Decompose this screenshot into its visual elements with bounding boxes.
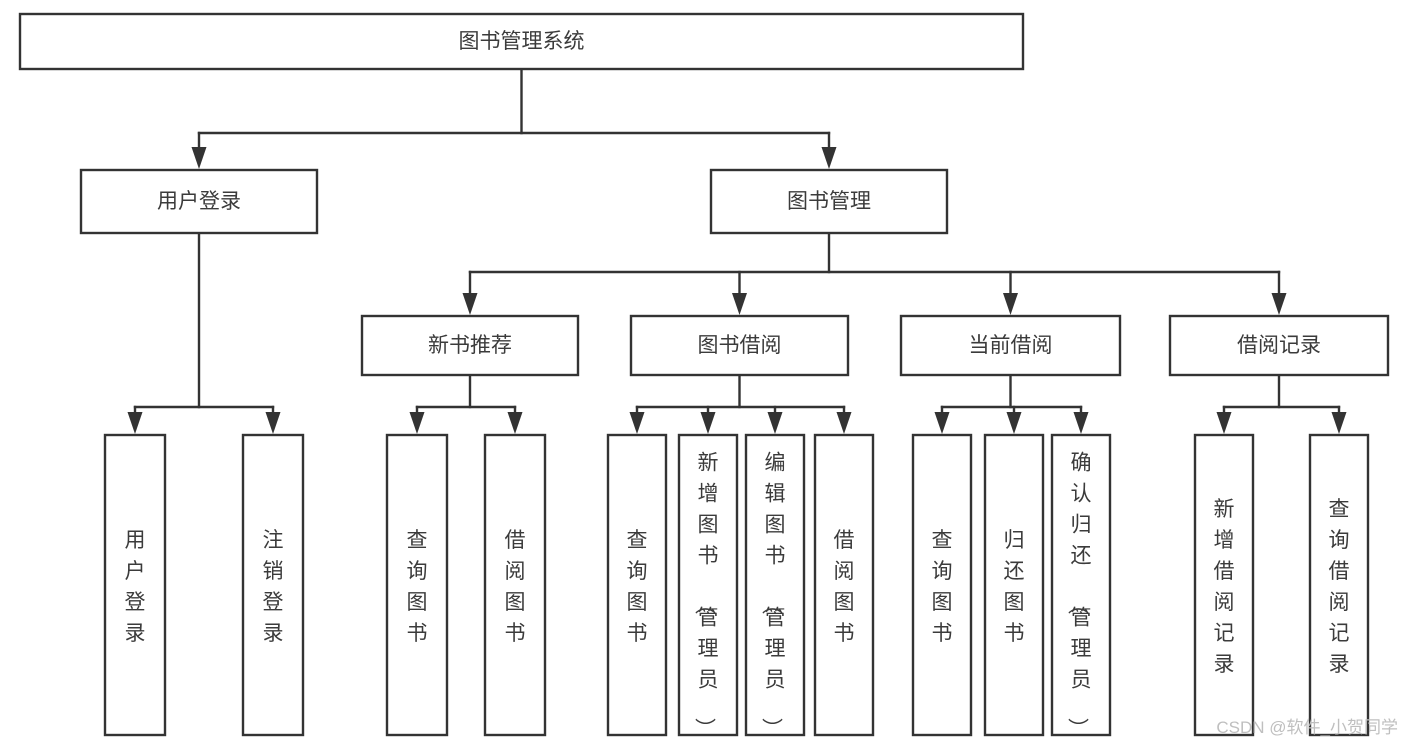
- node-box-s-new[interactable]: [360, 314, 580, 377]
- node-l-borrow-2[interactable]: 新增图书（管理员）: [677, 433, 739, 739]
- node-l-login-2[interactable]: 注销登录: [241, 433, 305, 737]
- node-label-l-current-3: 确认归还（管理员）: [1066, 452, 1092, 739]
- edge-group-root: [191, 67, 837, 169]
- node-box-m-book[interactable]: [709, 168, 949, 235]
- node-box-s-current[interactable]: [899, 314, 1122, 377]
- nodes-layer: 图书管理系统用户登录图书管理新书推荐图书借阅当前借阅借阅记录用户登录注销登录查询…: [18, 12, 1390, 739]
- node-l-record-2[interactable]: 查询借阅记录: [1308, 433, 1370, 737]
- edge-group-s-current: [934, 373, 1089, 434]
- node-label-s-borrow: 图书借阅: [698, 334, 782, 357]
- node-l-borrow-3[interactable]: 编辑图书（管理员）: [744, 433, 806, 739]
- node-box-l-record-2[interactable]: [1308, 433, 1370, 737]
- node-box-l-new-2[interactable]: [483, 433, 547, 737]
- node-box-s-record[interactable]: [1168, 314, 1390, 377]
- node-label-l-borrow-3: 编辑图书（管理员）: [760, 452, 786, 739]
- node-l-borrow-4[interactable]: 借阅图书: [813, 433, 875, 737]
- node-s-borrow[interactable]: 图书借阅: [629, 314, 850, 377]
- node-box-root[interactable]: [18, 12, 1025, 71]
- node-s-record[interactable]: 借阅记录: [1168, 314, 1390, 377]
- node-l-current-2[interactable]: 归还图书: [983, 433, 1045, 737]
- node-l-current-3[interactable]: 确认归还（管理员）: [1050, 433, 1112, 739]
- node-box-l-borrow-2[interactable]: [677, 433, 739, 737]
- node-label-s-new: 新书推荐: [428, 334, 512, 357]
- node-label-l-borrow-1: 查询图书: [627, 529, 648, 645]
- node-l-new-1[interactable]: 查询图书: [385, 433, 449, 737]
- node-root[interactable]: 图书管理系统: [18, 12, 1025, 71]
- node-s-new[interactable]: 新书推荐: [360, 314, 580, 377]
- node-box-l-current-1[interactable]: [911, 433, 973, 737]
- node-l-new-2[interactable]: 借阅图书: [483, 433, 547, 737]
- edge-group-s-borrow: [629, 373, 852, 434]
- edge-group-s-record: [1216, 373, 1347, 434]
- node-label-l-new-1: 查询图书: [407, 529, 428, 645]
- edge-group-m-book: [462, 231, 1287, 315]
- edge-group-s-new: [409, 373, 523, 434]
- node-label-m-login: 用户登录: [157, 190, 241, 213]
- node-label-l-current-1: 查询图书: [932, 529, 953, 645]
- node-box-l-login-1[interactable]: [103, 433, 167, 737]
- node-box-l-login-2[interactable]: [241, 433, 305, 737]
- node-label-l-login-1: 用户登录: [125, 529, 146, 645]
- node-m-book[interactable]: 图书管理: [709, 168, 949, 235]
- node-box-l-new-1[interactable]: [385, 433, 449, 737]
- node-label-l-record-1: 新增借阅记录: [1214, 498, 1235, 676]
- node-label-l-borrow-2: 新增图书（管理员）: [693, 452, 719, 739]
- node-box-s-borrow[interactable]: [629, 314, 850, 377]
- node-l-borrow-1[interactable]: 查询图书: [606, 433, 668, 737]
- node-l-current-1[interactable]: 查询图书: [911, 433, 973, 737]
- csdn-watermark: CSDN @软件_小贺同学: [1216, 718, 1398, 737]
- node-label-root: 图书管理系统: [459, 30, 585, 53]
- node-box-l-borrow-4[interactable]: [813, 433, 875, 737]
- node-l-login-1[interactable]: 用户登录: [103, 433, 167, 737]
- edge-group-m-login: [127, 231, 281, 434]
- node-box-l-borrow-3[interactable]: [744, 433, 806, 737]
- edges-layer: [127, 67, 1347, 434]
- node-box-l-current-2[interactable]: [983, 433, 1045, 737]
- node-box-l-borrow-1[interactable]: [606, 433, 668, 737]
- node-label-s-record: 借阅记录: [1237, 334, 1321, 357]
- node-label-l-current-2: 归还图书: [1004, 529, 1025, 645]
- node-label-l-record-2: 查询借阅记录: [1329, 498, 1350, 676]
- node-label-l-login-2: 注销登录: [263, 529, 284, 645]
- node-label-s-current: 当前借阅: [969, 334, 1053, 357]
- node-label-m-book: 图书管理: [787, 190, 871, 213]
- node-l-record-1[interactable]: 新增借阅记录: [1193, 433, 1255, 737]
- node-m-login[interactable]: 用户登录: [79, 168, 319, 235]
- node-label-l-new-2: 借阅图书: [505, 529, 526, 645]
- node-label-l-borrow-4: 借阅图书: [834, 529, 855, 645]
- node-box-l-record-1[interactable]: [1193, 433, 1255, 737]
- node-box-m-login[interactable]: [79, 168, 319, 235]
- node-s-current[interactable]: 当前借阅: [899, 314, 1122, 377]
- node-box-l-current-3[interactable]: [1050, 433, 1112, 737]
